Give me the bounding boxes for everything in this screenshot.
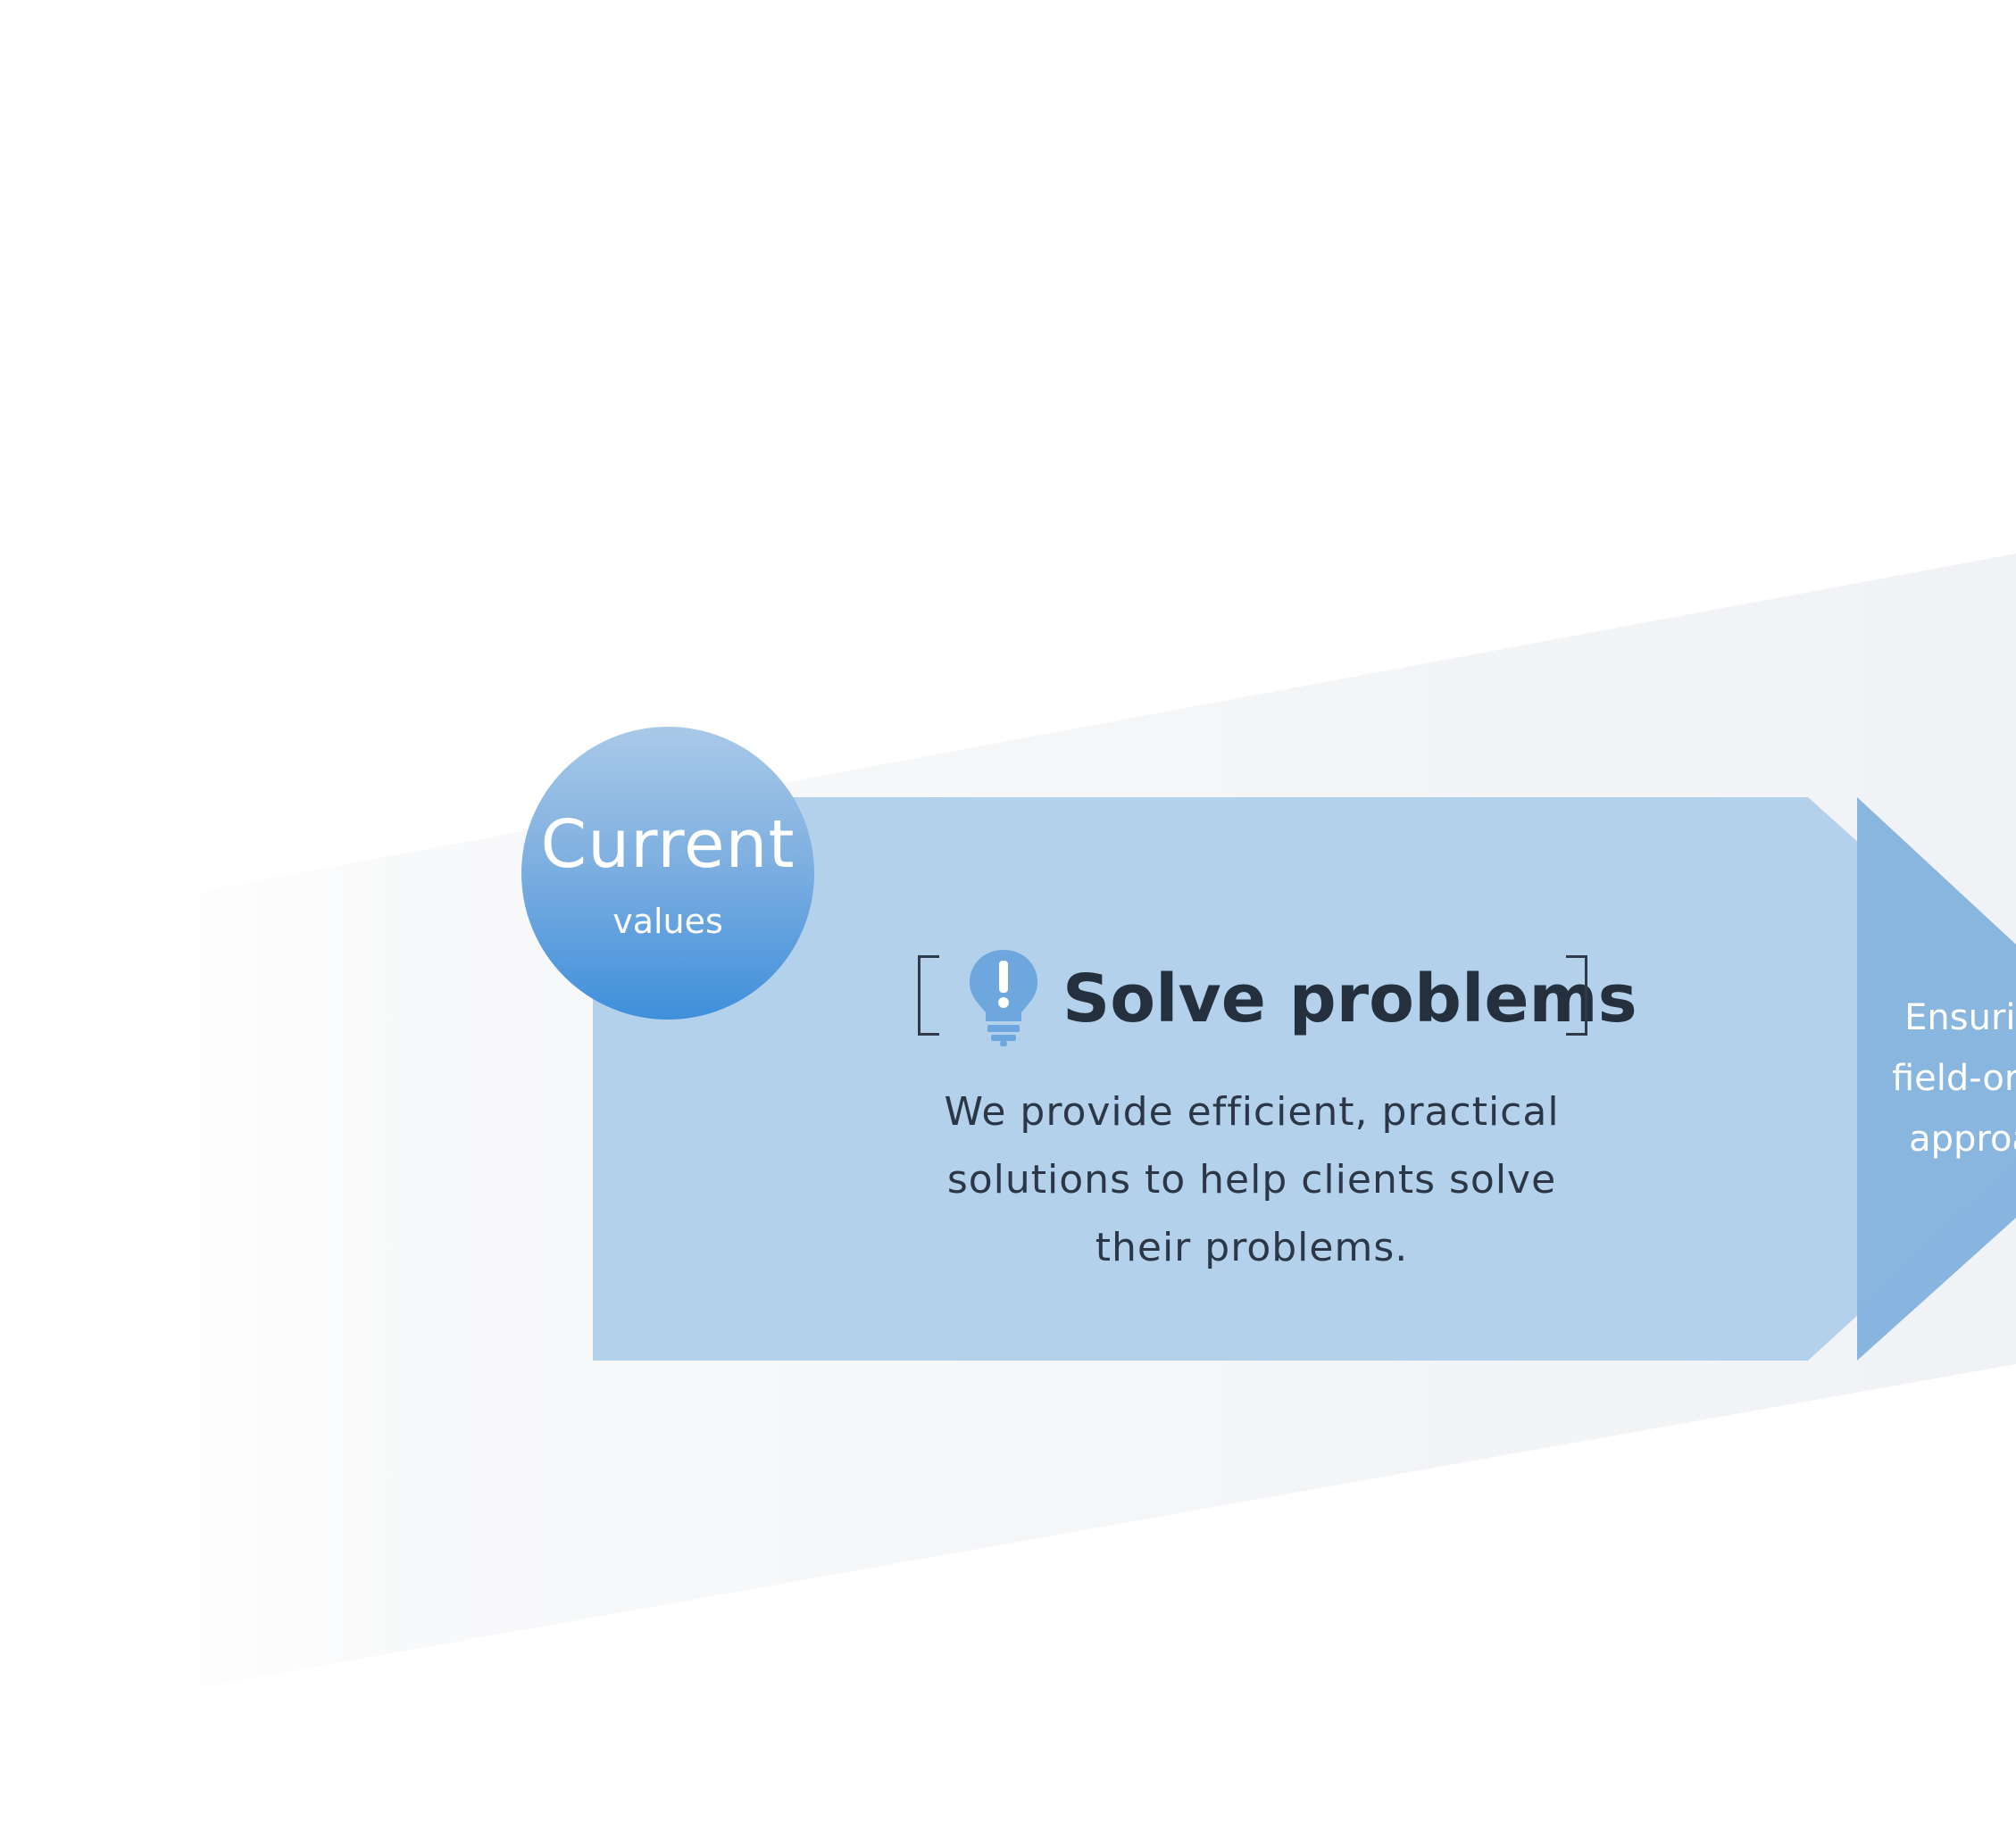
description-line: solutions to help clients solve (946, 1157, 1557, 1203)
right-bracket-icon (1566, 955, 1587, 1036)
lightbulb-exclamation-icon (970, 950, 1037, 1046)
current-values-badge: Current values (521, 727, 814, 1020)
next-value-text: Ensurin field-orie approa (1855, 987, 2016, 1170)
value-heading-text: Solve problems (1062, 961, 1637, 1037)
value-description: We provide efficient, practical solution… (895, 1078, 1609, 1282)
description-line: We provide efficient, practical (944, 1089, 1560, 1135)
next-value-line: field-orie (1891, 1058, 2016, 1099)
value-heading: Solve problems (914, 948, 1637, 1046)
next-arrow-overlay (1857, 797, 2016, 1308)
next-value-line: approa (1909, 1119, 2016, 1160)
badge-title: Current (540, 806, 796, 883)
badge-subtitle: values (612, 902, 723, 941)
main-value-card (593, 797, 1964, 1361)
description-line: their problems. (1095, 1225, 1409, 1270)
next-value-line: Ensurin (1904, 997, 2016, 1038)
left-bracket-icon (918, 955, 939, 1036)
